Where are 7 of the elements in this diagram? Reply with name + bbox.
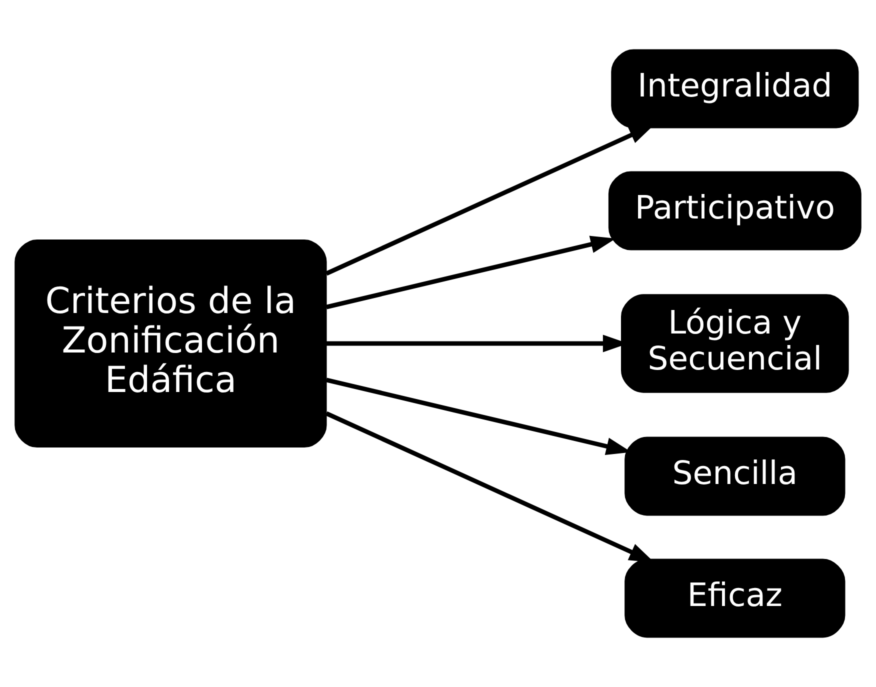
node-box: Participativo (608, 171, 862, 250)
node-box: Criterios de la Zonificación Edáfica (14, 239, 327, 448)
node-box: Eficaz (624, 558, 846, 638)
node-box: Lógica y Secuencial (621, 294, 849, 393)
node-box: Integralidad (611, 49, 859, 128)
arrow (326, 236, 616, 310)
node-box: Sencilla (624, 436, 846, 516)
